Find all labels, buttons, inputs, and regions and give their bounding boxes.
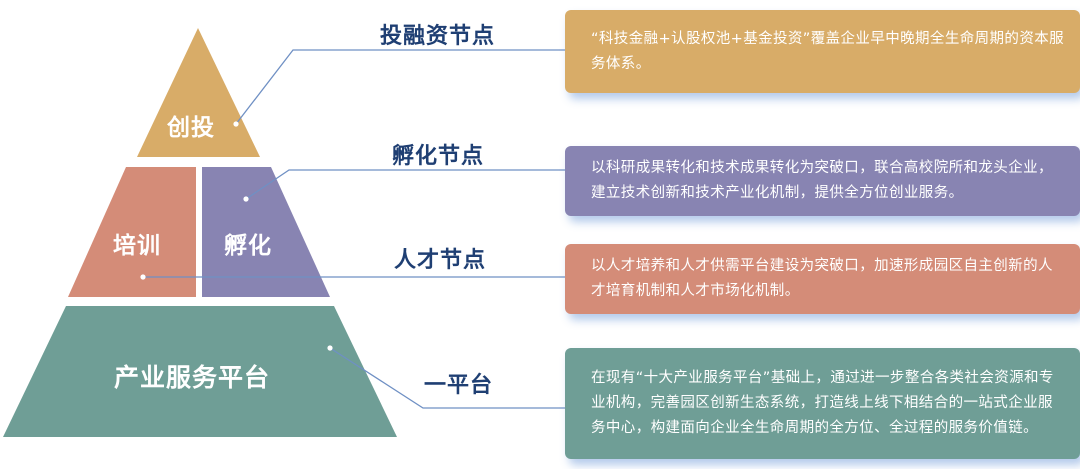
node-description-incubation: 以科研成果转化和技术成果转化为突破口，联合高校院所和龙头企业，建立技术创新和技术…	[565, 146, 1080, 216]
connector-line-platform	[329, 347, 565, 409]
connector-dot-incubation	[243, 196, 249, 202]
pyramid-middle-right-label: 孵化	[224, 233, 272, 259]
node-description-talent: 以人才培养和人才供需平台建设为突破口，加速形成园区自主创新的人才培育机制和人才市…	[565, 244, 1080, 314]
node-description-investment-text: “科技金融+认股权池+基金投资”覆盖企业早中晚期全生命周期的资本服务体系。	[591, 30, 1065, 72]
pyramid-middle-left-label: 培训	[113, 233, 161, 259]
node-description-talent-text: 以人才培养和人才供需平台建设为突破口，加速形成园区自主创新的人才培育机制和人才市…	[591, 258, 1053, 299]
node-title-incubation: 孵化节点	[392, 144, 485, 169]
node-title-platform: 一平台	[424, 373, 494, 398]
pyramid-middle-right-segment	[202, 167, 330, 297]
connector-dot-talent	[140, 274, 146, 280]
pyramid-middle-left-segment	[68, 167, 196, 297]
connector-dot-platform	[327, 345, 333, 351]
node-description-investment: “科技金融+认股权池+基金投资”覆盖企业早中晚期全生命周期的资本服务体系。	[565, 10, 1080, 93]
node-title-investment: 投融资节点	[380, 24, 496, 49]
connector-line-incubation	[245, 169, 565, 200]
node-description-incubation-text: 以科研成果转化和技术成果转化为突破口，联合高校院所和龙头企业，建立技术创新和技术…	[591, 160, 1053, 201]
node-description-platform-text: 在现有“十大产业服务平台”基础上，通过进一步整合各类社会资源和专业机构，完善园区…	[591, 370, 1054, 436]
node-title-talent: 人才节点	[394, 248, 487, 273]
connector-dot-investment	[233, 121, 239, 127]
pyramid-base-label: 产业服务平台	[114, 363, 271, 392]
pyramid-top-label: 创投	[167, 115, 215, 141]
pyramid-base-segment	[3, 306, 397, 437]
node-description-platform: 在现有“十大产业服务平台”基础上，通过进一步整合各类社会资源和专业机构，完善园区…	[565, 348, 1080, 459]
pyramid-top-segment	[137, 28, 260, 157]
connector-line-investment	[235, 49, 565, 125]
